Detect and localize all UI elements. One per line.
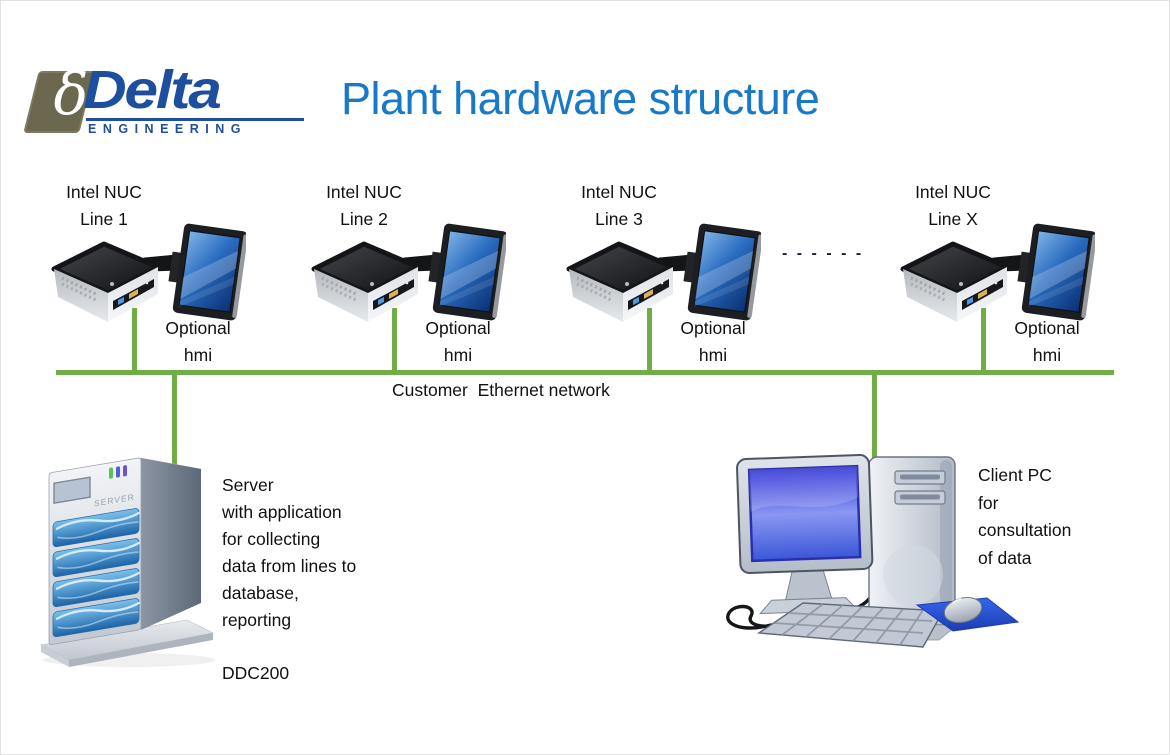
network-drop-line — [132, 308, 137, 374]
optional-hmi-label: Optional hmi — [138, 315, 258, 369]
delta-logo: δ Delta ENGINEERING — [21, 60, 306, 143]
nuc-unit-name: Intel NUC Line 3 — [559, 179, 679, 233]
optional-hmi-line2: hmi — [698, 345, 728, 365]
nuc-unit-line-3: Intel NUC Line 3 Optional hmi — [561, 176, 811, 386]
page-title: Plant hardware structure — [341, 73, 820, 124]
nuc-unit-name-line1: Intel NUC — [915, 182, 991, 202]
nuc-unit-name-line2: Line 3 — [595, 209, 643, 229]
server-description-line: for collecting — [222, 529, 321, 549]
optional-hmi-line1: Optional — [425, 318, 491, 338]
server-description-line: reporting — [222, 610, 292, 630]
server-description-line: Server — [222, 475, 274, 495]
server-description-line: data from lines to — [222, 556, 357, 576]
nuc-unit-line-1: Intel NUC Line 1 Optional hmi — [46, 176, 296, 386]
optional-hmi-line2: hmi — [1032, 345, 1062, 365]
client-description: Client PC for consultation of data — [978, 462, 1071, 572]
server-model-label: DDC200 — [222, 663, 290, 683]
nuc-unit-name: Intel NUC Line 1 — [44, 179, 164, 233]
client-description-line: Client PC — [978, 465, 1052, 485]
logo-rule — [86, 118, 304, 121]
nuc-unit-name-line2: Line X — [928, 209, 978, 229]
server-description-line: database, — [222, 583, 299, 603]
client-description-line: consultation — [978, 520, 1072, 540]
server-description-line: with application — [222, 502, 342, 522]
network-drop-line — [647, 308, 652, 374]
server-description: Server with application for collecting d… — [222, 472, 356, 634]
optional-hmi-line1: Optional — [680, 318, 746, 338]
server-drop-line — [172, 373, 177, 474]
client-description-line: for — [978, 492, 999, 513]
nuc-unit-name: Intel NUC Line 2 — [304, 179, 424, 233]
nuc-unit-name-line1: Intel NUC — [581, 182, 657, 202]
client-pc-illustration — [719, 453, 1019, 688]
optional-hmi-label: Optional hmi — [987, 315, 1107, 369]
optional-hmi-line2: hmi — [183, 345, 213, 365]
nuc-unit-name-line1: Intel NUC — [326, 182, 402, 202]
nuc-unit-name-line2: Line 1 — [80, 209, 128, 229]
nuc-unit-name: Intel NUC Line X — [893, 179, 1013, 233]
nuc-unit-name-line2: Line 2 — [340, 209, 388, 229]
nuc-unit-line-2: Intel NUC Line 2 Optional hmi — [306, 176, 556, 386]
server-illustration — [37, 453, 217, 668]
client-description-line: of data — [978, 547, 1032, 568]
continuation-dashes: - - - - - - — [782, 245, 864, 262]
nuc-unit-line-x: Intel NUC Line X Optional hmi — [895, 176, 1145, 386]
optional-hmi-line1: Optional — [165, 318, 231, 338]
nuc-unit-name-line1: Intel NUC — [66, 182, 142, 202]
client-drop-line — [872, 373, 877, 479]
ethernet-network-label: Customer Ethernet network — [392, 380, 610, 400]
logo-brand-text: Delta — [83, 60, 222, 120]
ethernet-network-line — [56, 370, 1114, 375]
logo-subtitle: ENGINEERING — [88, 122, 248, 136]
optional-hmi-line1: Optional — [1014, 318, 1080, 338]
optional-hmi-label: Optional hmi — [653, 315, 773, 369]
optional-hmi-label: Optional hmi — [398, 315, 518, 369]
delta-symbol-icon: δ — [53, 60, 89, 128]
optional-hmi-line2: hmi — [443, 345, 473, 365]
network-drop-line — [981, 308, 986, 374]
network-drop-line — [392, 308, 397, 374]
